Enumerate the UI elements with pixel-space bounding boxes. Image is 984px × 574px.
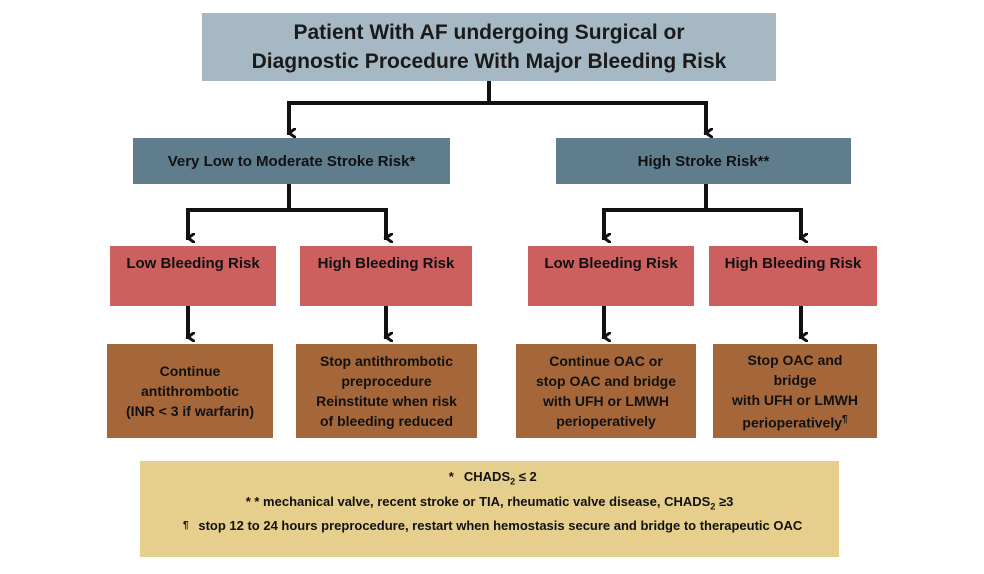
footnote-3-symbol: ¶ — [182, 520, 189, 532]
action-4-line-2: bridge — [773, 371, 817, 388]
action-1-line-3: (INR < 3 if warfarin) — [126, 403, 254, 419]
footnote-1-text: CHADS — [463, 469, 511, 484]
node-low-moderate-stroke-risk: Very Low to Moderate Stroke Risk* — [133, 138, 450, 184]
footnote-2-subscript: 2 — [710, 501, 716, 512]
footnote-3-text: stop 12 to 24 hours preprocedure, restar… — [198, 518, 803, 534]
action-2-line-3: Reinstitute when risk — [316, 393, 457, 409]
title-line-1: Patient With AF undergoing Surgical or — [293, 21, 685, 44]
action-3-line-2: stop OAC and bridge — [536, 373, 676, 389]
node-high-bleeding-right: High Bleeding Risk — [709, 246, 877, 306]
low-bleeding-right-label: Low Bleeding Risk — [544, 255, 678, 272]
footnote-1: * CHADS2 ≤ 2 — [146, 467, 833, 492]
node-high-bleeding-left: High Bleeding Risk — [300, 246, 472, 306]
footnote-1-symbol: * — [448, 469, 454, 484]
action-4-line-3: with UFH or LMWH — [732, 391, 858, 408]
action-2-line-4: of bleeding reduced — [319, 413, 453, 429]
footnote-2-rest: ≥3 — [715, 493, 734, 509]
action-3-line-3: with UFH or LMWH — [543, 393, 669, 409]
root-node-title: Patient With AF undergoing Surgical or D… — [202, 13, 776, 81]
high-bleeding-left-label: High Bleeding Risk — [317, 255, 455, 272]
action-3-line-1: Continue OAC or — [549, 353, 663, 369]
footnote-3: ¶ stop 12 to 24 hours preprocedure, rest… — [146, 516, 833, 536]
low-moderate-stroke-label: Very Low to Moderate Stroke Risk* — [167, 152, 416, 170]
low-bleeding-left-label: Low Bleeding Risk — [126, 255, 260, 272]
action-1-line-1: Continue — [159, 363, 221, 379]
node-action-stop-antithrombotic: Stop antithrombotic preprocedure Reinsti… — [296, 344, 477, 438]
action-2-line-1: Stop antithrombotic — [320, 353, 453, 369]
node-action-continue-antithrombotic: Continue antithrombotic (INR < 3 if warf… — [107, 344, 273, 438]
action-4-line-1: Stop OAC and — [747, 351, 843, 368]
node-low-bleeding-left: Low Bleeding Risk — [110, 246, 276, 306]
high-bleeding-right-label: High Bleeding Risk — [724, 255, 862, 272]
action-4-footnote-mark: ¶ — [842, 413, 848, 425]
footnote-2-text: mechanical valve, recent stroke or TIA, … — [263, 493, 711, 509]
high-stroke-label: High Stroke Risk** — [637, 152, 770, 170]
footnote-2: * * mechanical valve, recent stroke or T… — [146, 492, 833, 517]
action-4-line-4: perioperatively¶ — [742, 410, 847, 433]
action-2-line-2: preprocedure — [341, 373, 432, 389]
node-high-stroke-risk: High Stroke Risk** — [556, 138, 851, 184]
node-action-stop-and-bridge: Stop OAC and bridge with UFH or LMWH per… — [713, 344, 877, 438]
action-4-line-4-text: perioperatively — [742, 414, 843, 431]
node-action-continue-or-bridge: Continue OAC or stop OAC and bridge with… — [516, 344, 696, 438]
footnotes-panel: * CHADS2 ≤ 2 * * mechanical valve, recen… — [140, 461, 839, 557]
action-3-line-4: perioperatively — [556, 413, 656, 429]
footnote-1-subscript: 2 — [510, 476, 516, 487]
action-1-line-2: antithrombotic — [141, 383, 239, 399]
footnote-1-rest: ≤ 2 — [515, 469, 537, 484]
footnote-2-symbol: * * — [245, 493, 260, 509]
node-low-bleeding-right: Low Bleeding Risk — [528, 246, 694, 306]
title-line-2: Diagnostic Procedure With Major Bleeding… — [251, 50, 727, 73]
